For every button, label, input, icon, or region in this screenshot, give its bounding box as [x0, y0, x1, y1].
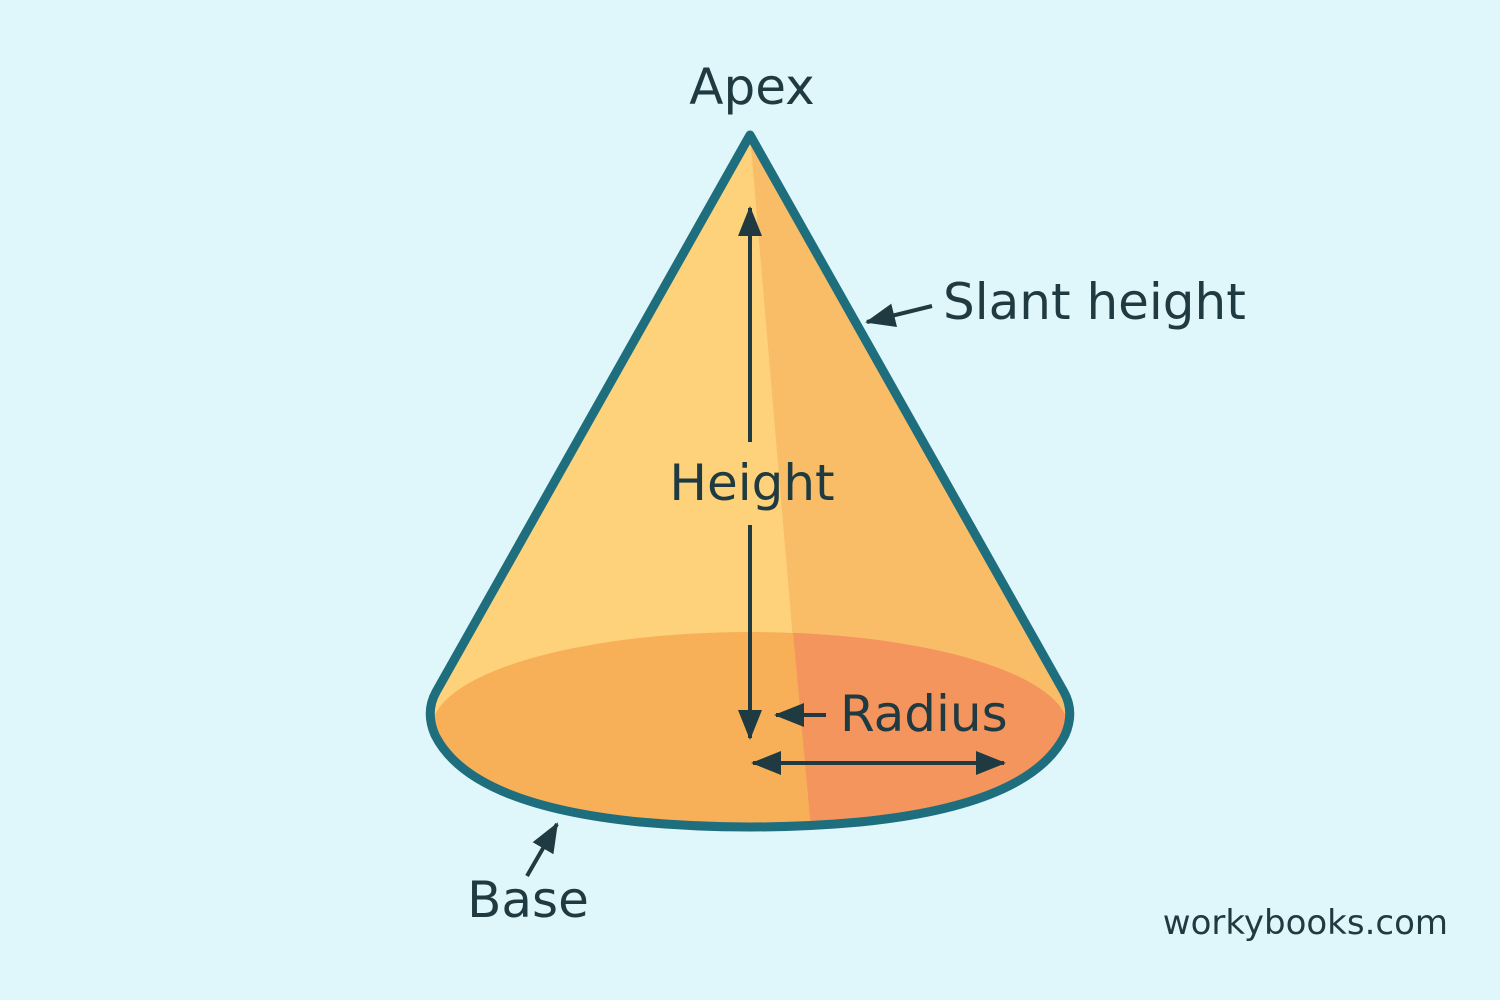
slant-height-pointer-arrow: [865, 303, 933, 327]
radius-label: Radius: [840, 685, 1008, 743]
base-pointer-arrow: [525, 822, 559, 877]
cone-outline: [425, 130, 1075, 832]
base-label: Base: [467, 871, 589, 929]
height-label: Height: [669, 454, 834, 512]
slant-height-label: Slant height: [943, 273, 1246, 331]
apex-label: Apex: [689, 58, 814, 116]
site-credit: workybooks.com: [1163, 903, 1448, 943]
